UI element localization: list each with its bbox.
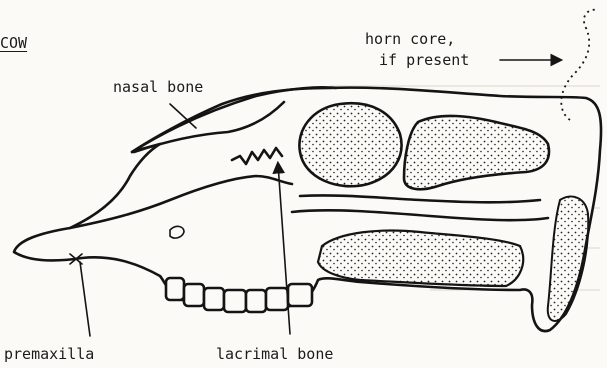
maxillary-region	[318, 231, 523, 286]
horn-core-label-line2: if present	[379, 53, 469, 68]
lacrimal-bone-label: lacrimal bone	[216, 347, 333, 362]
premaxilla-leader	[80, 262, 90, 336]
nasal-bone-label: nasal bone	[113, 80, 203, 95]
premaxilla-label: premaxilla	[4, 347, 94, 362]
orbit	[299, 103, 401, 186]
figure-title: COW	[0, 36, 27, 51]
horn-core-label-line1: horn core,	[365, 32, 455, 47]
